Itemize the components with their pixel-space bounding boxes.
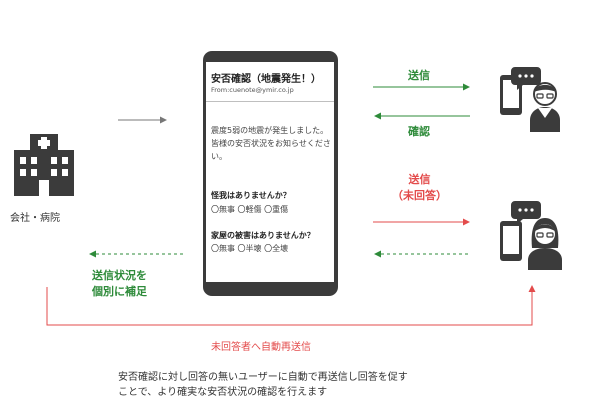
auto-resend-label: 未回答者へ自動再送信 xyxy=(211,342,311,353)
doctor-with-phone-icon xyxy=(500,67,560,132)
message-sender: From:cuenote@ymir.co.jp xyxy=(211,86,294,94)
unanswered-send-arrow xyxy=(373,218,470,226)
smartphone-screen xyxy=(206,62,334,282)
message-title: 安否確認（地震発生！） xyxy=(211,74,321,85)
confirm-label: 確認 xyxy=(408,125,430,138)
send-label: 送信 xyxy=(408,69,430,82)
status-return-dashed-arrow xyxy=(374,250,470,258)
supplement-label-line1: 送信状況を xyxy=(92,269,147,282)
message-divider xyxy=(206,101,334,102)
company-hospital-label: 会社・病院 xyxy=(10,213,60,224)
unanswered-send-label-line1: 送信 xyxy=(408,173,431,186)
confirm-arrow xyxy=(374,112,470,120)
question-injury-label: 怪我はありませんか？ xyxy=(211,191,291,200)
caption-text: 安否確認に対し回答の無いユーザーに自動で再送信し回答を促す ことで、より確実な安… xyxy=(118,370,408,400)
question-house-label: 家屋の被害はありませんか？ xyxy=(211,231,315,240)
question-house-options[interactable]: 〇無事 〇半壊 〇全壊 xyxy=(211,244,289,253)
hospital-building-icon xyxy=(14,134,74,196)
supplement-label-line2: 個別に補足 xyxy=(92,285,147,298)
staff-with-phone-icon xyxy=(500,201,562,270)
caption-line1: 安否確認に対し回答の無いユーザーに自動で再送信し回答を促す xyxy=(118,372,408,383)
question-injury-options[interactable]: 〇無事 〇軽傷 〇重傷 xyxy=(211,205,289,214)
supplement-label: 送信状況を 個別に補足 xyxy=(92,268,147,300)
caption-line2: ことで、より確実な安否状況の確認を行えます xyxy=(118,387,328,398)
company-to-phone-arrow xyxy=(118,116,167,124)
unanswered-send-label-line2: （未回答） xyxy=(392,189,447,202)
supplement-dashed-arrow xyxy=(89,250,185,258)
auto-resend-loop-arrow xyxy=(46,285,536,326)
message-body: 震度5弱の地震が発生しました。皆様の安否状況をお知らせください。 xyxy=(211,126,331,161)
send-arrow xyxy=(373,83,470,91)
unanswered-send-label: 送信 （未回答） xyxy=(392,172,447,204)
